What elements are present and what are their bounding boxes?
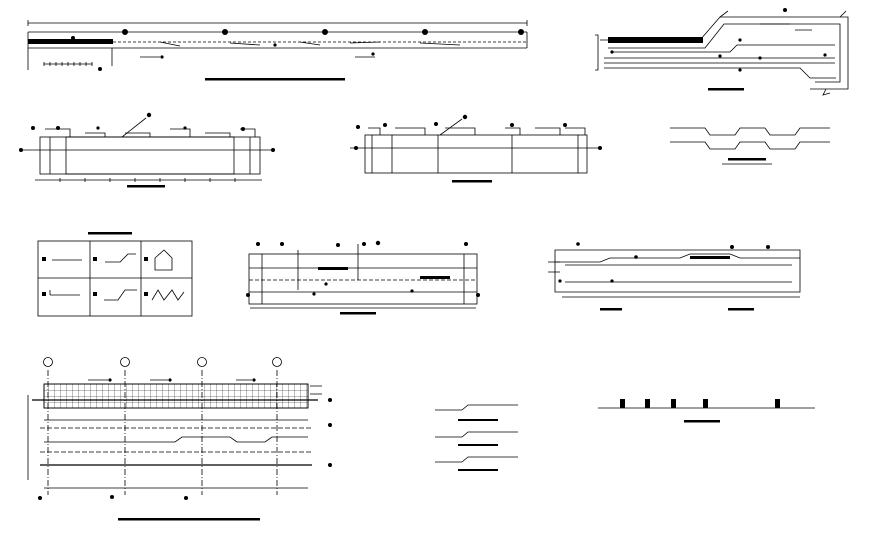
long-section-b [350,114,602,183]
beam-longitudinal-elevation [27,20,528,81]
profiled-deck-sheet [670,127,830,165]
bar-bending-schedule [37,232,193,317]
beam-section-c [246,240,480,315]
beam-section-d [548,242,801,311]
small-bar-details [435,404,518,471]
reinforcement-grid-plan [27,357,332,521]
long-section-a [19,112,275,188]
deck-profile-elevation [598,399,815,423]
beam-end-detail [595,8,849,96]
